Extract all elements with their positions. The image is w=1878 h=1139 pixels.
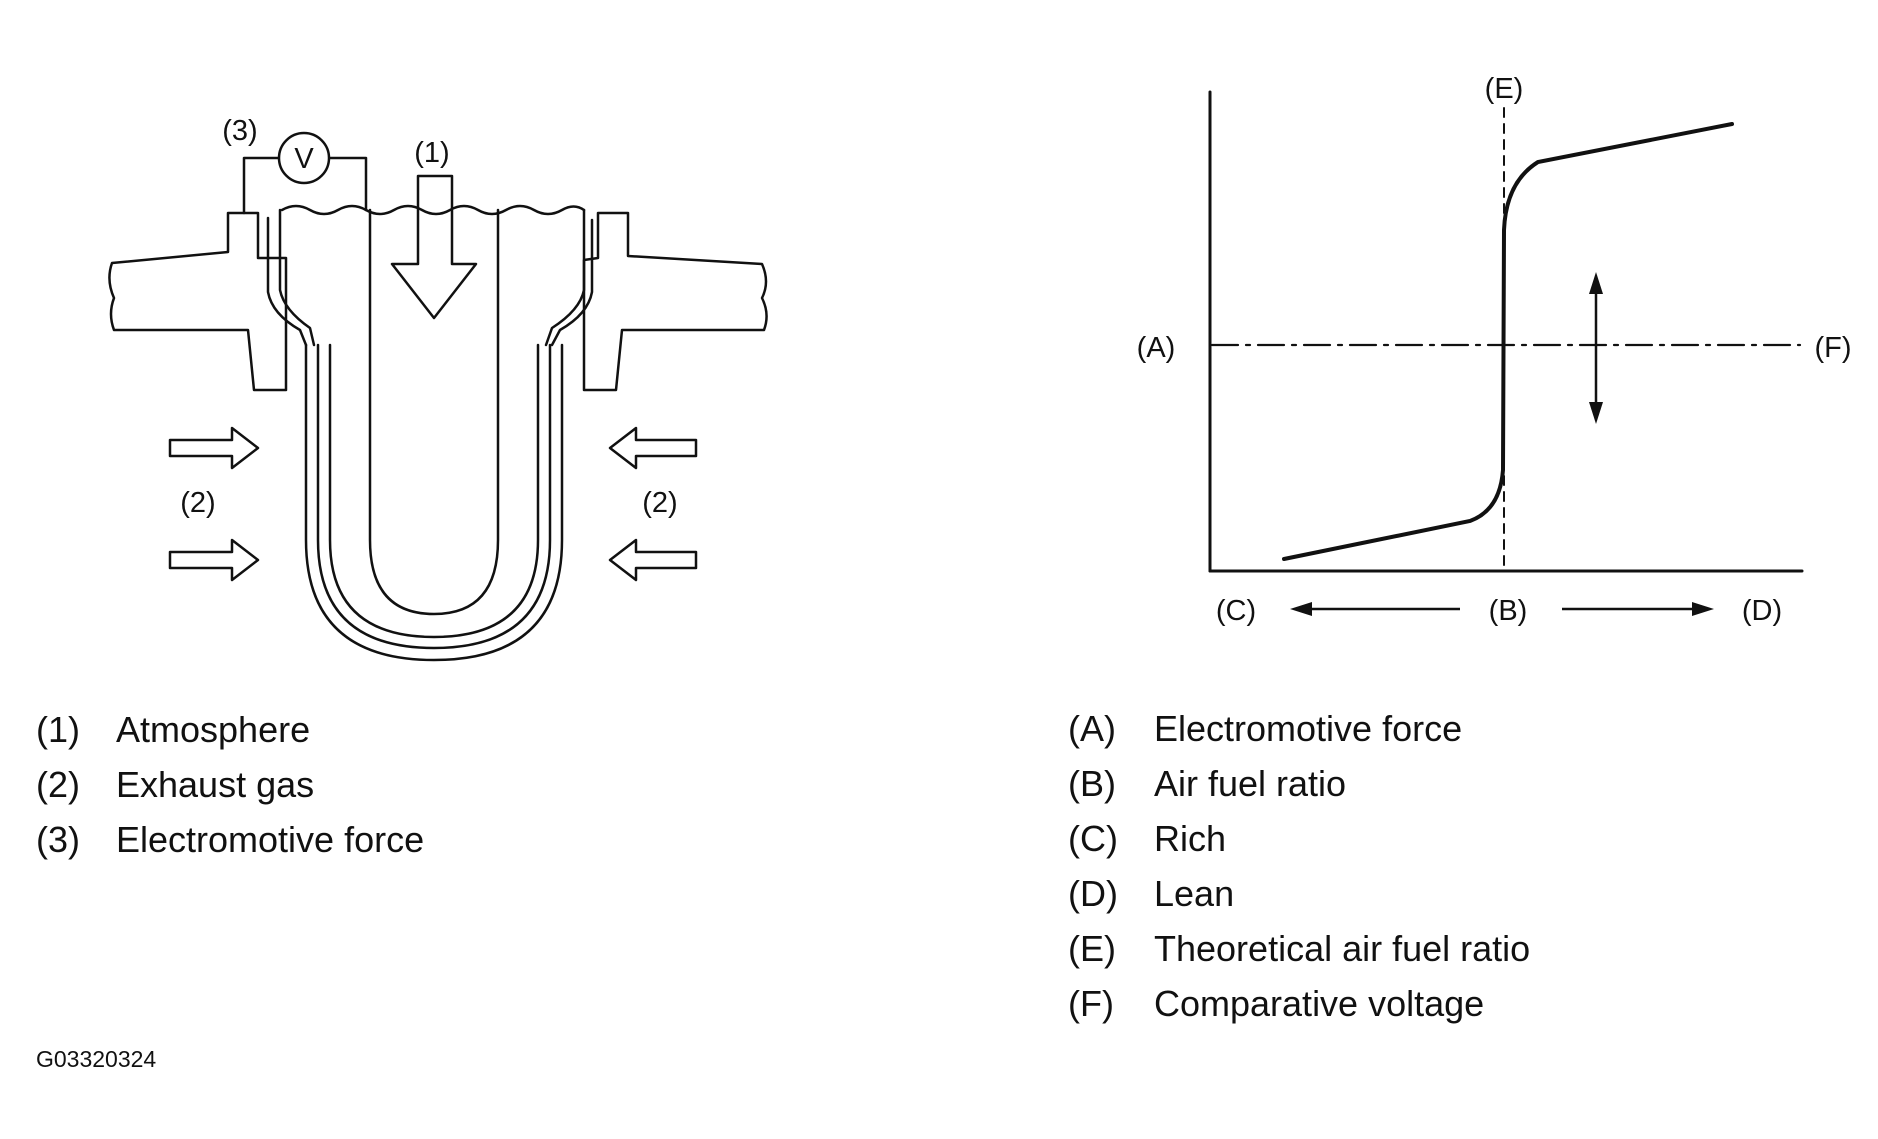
reference-air-cavity (368, 208, 500, 616)
label-atmosphere: (1) (414, 137, 449, 169)
legend-text: Electromotive force (116, 819, 425, 860)
label-exhaust-right: (2) (642, 487, 677, 519)
exhaust-arrow-left-lower-icon (168, 538, 260, 582)
sensor-housing-inner-right (544, 208, 586, 347)
exhaust-pipe-wall-left (108, 211, 288, 392)
legend-key: (E) (1068, 928, 1116, 969)
legend-key: (B) (1068, 763, 1116, 804)
label-E: (E) (1485, 73, 1524, 105)
label-exhaust-left: (2) (180, 487, 215, 519)
legend-text: Electromotive force (1154, 708, 1463, 749)
legend-text: Lean (1154, 873, 1235, 914)
label-B: (B) (1489, 595, 1528, 627)
label-D: (D) (1742, 595, 1782, 627)
atmosphere-arrow-icon (390, 174, 478, 320)
rich-arrow-icon (1290, 602, 1312, 616)
label-emf: (3) (222, 115, 257, 147)
zirconia-element-inner (328, 343, 540, 639)
emf-graph (1208, 90, 1804, 573)
legend-key: (D) (1068, 873, 1118, 914)
label-C: (C) (1216, 595, 1256, 627)
legend-key: (A) (1068, 708, 1116, 749)
legend-text: Exhaust gas (116, 764, 315, 805)
legend-key: (C) (1068, 818, 1118, 859)
legend-text: Comparative voltage (1154, 983, 1485, 1024)
legend-text: Theoretical air fuel ratio (1154, 928, 1531, 969)
voltmeter-lead-left (242, 156, 280, 215)
sensor-top-edge (280, 204, 586, 216)
emf-curve (1282, 122, 1734, 561)
figure-code: G03320324 (36, 1046, 157, 1072)
double-arrow-down-head (1589, 402, 1603, 424)
exhaust-arrow-right-lower-icon (608, 538, 698, 582)
legend-key: (3) (36, 819, 80, 860)
double-arrow-up-head (1589, 272, 1603, 294)
legend-key: (1) (36, 709, 80, 750)
voltmeter (277, 131, 331, 185)
exhaust-arrow-left-upper-icon (168, 426, 260, 470)
oxygen-sensor-diagram (108, 131, 768, 662)
label-F: (F) (1814, 332, 1851, 364)
voltmeter-label: V (294, 143, 314, 175)
lean-arrow-icon (1692, 602, 1714, 616)
legend-text: Atmosphere (116, 709, 311, 750)
legend-text: Rich (1154, 818, 1227, 859)
sensor-housing (266, 216, 308, 347)
exhaust-arrow-right-upper-icon (608, 426, 698, 470)
label-A: (A) (1137, 332, 1176, 364)
legend-text: Air fuel ratio (1154, 763, 1347, 804)
zirconia-element-outer (304, 343, 564, 662)
zirconia-element-middle (316, 343, 552, 650)
legend-key: (F) (1068, 983, 1114, 1024)
exhaust-pipe-wall-right (582, 211, 768, 392)
voltmeter-lead-right (328, 156, 368, 212)
legend-key: (2) (36, 764, 80, 805)
sensor-housing-right (550, 218, 594, 347)
sensor-housing-inner-left (278, 208, 316, 347)
